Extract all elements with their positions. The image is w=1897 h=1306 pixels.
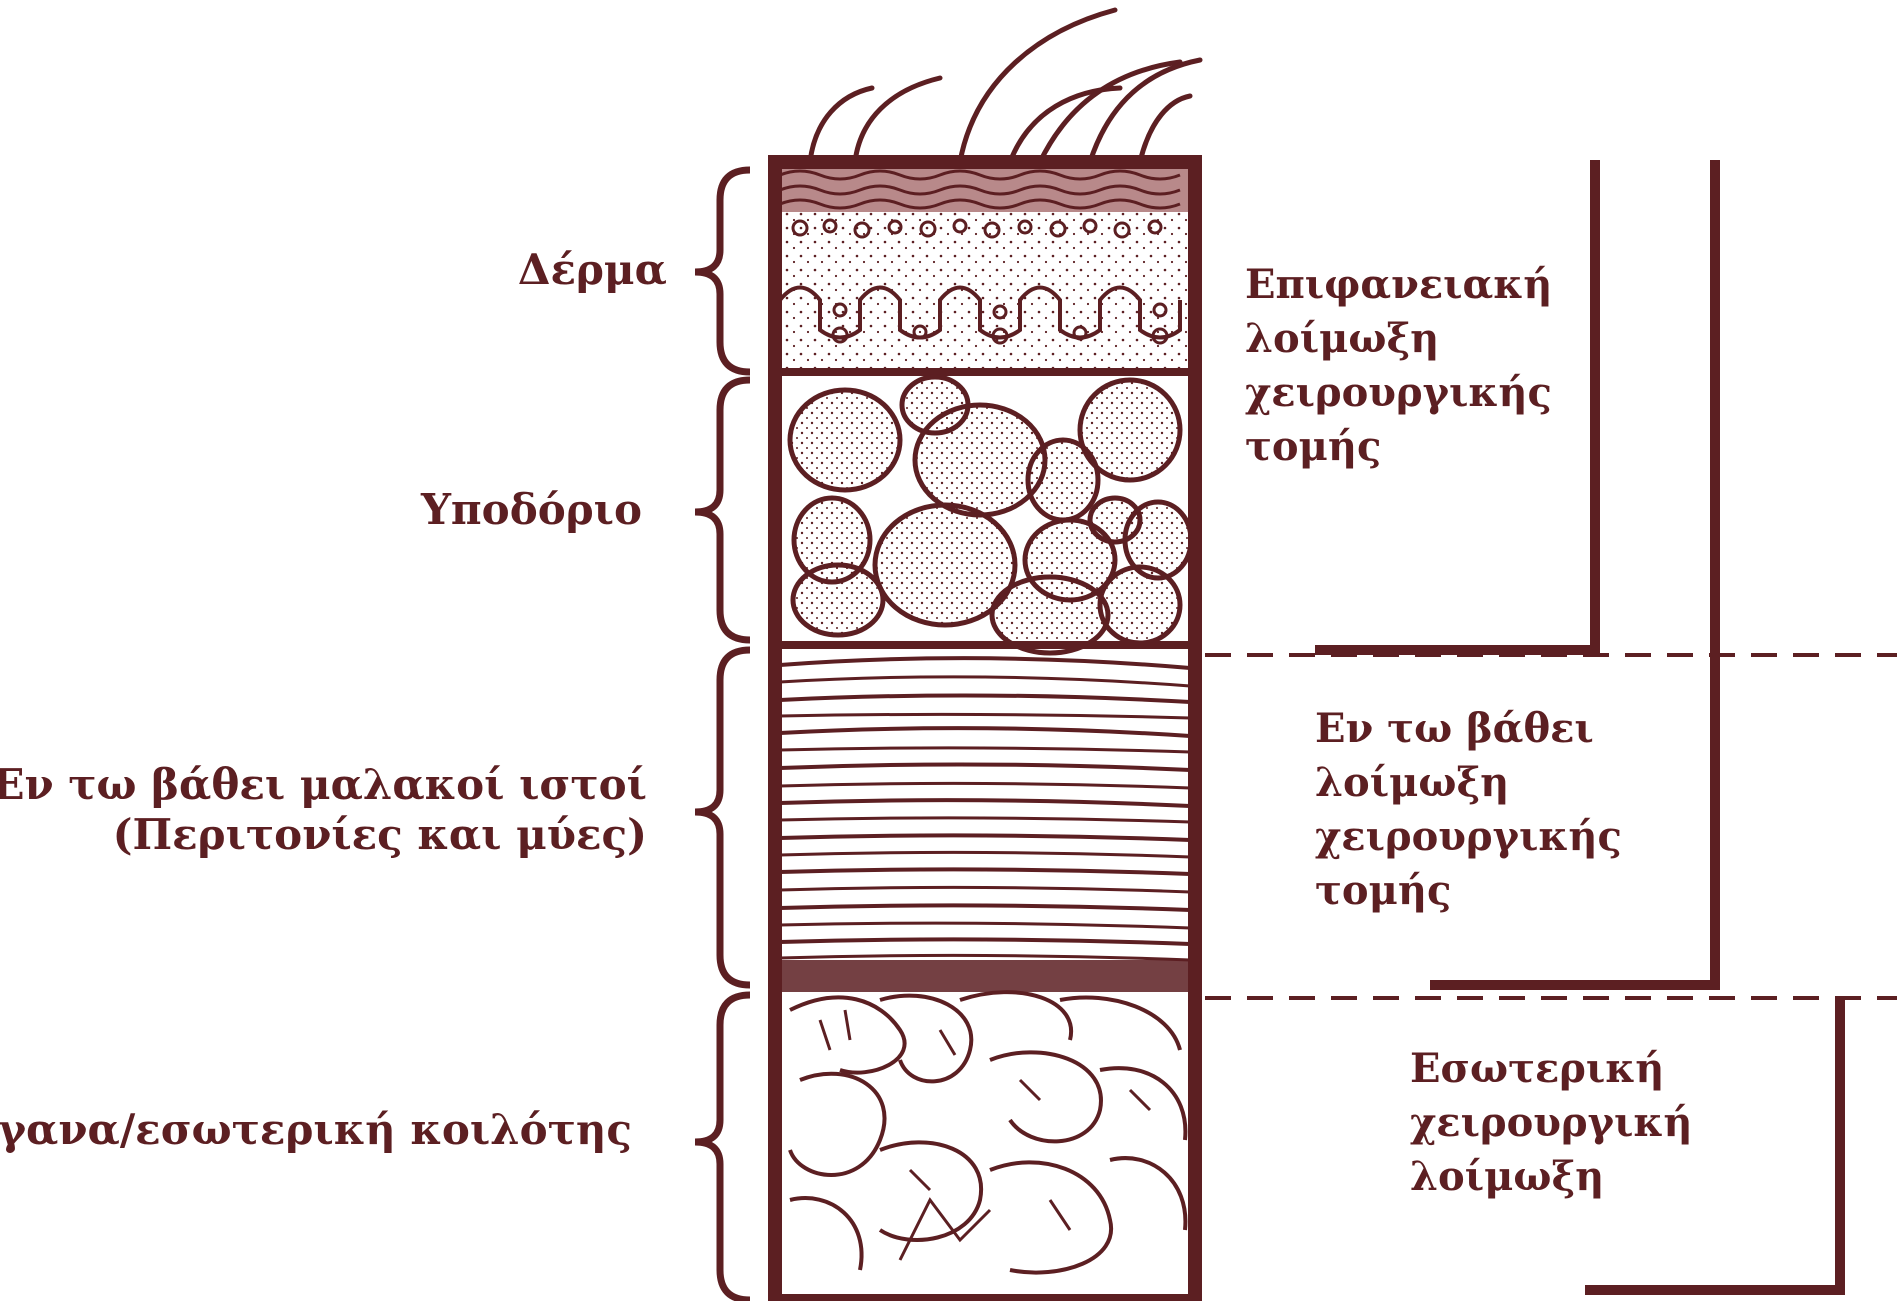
layer-braces xyxy=(695,170,750,1300)
organ-brace xyxy=(695,995,750,1300)
label-skin: Δέρμα xyxy=(518,245,667,295)
skin-layer xyxy=(775,162,1195,372)
label-organ-space: Οργανα/εσωτερική κοιλότης xyxy=(0,1105,632,1155)
label-superficial-incisional-ssi: Επιφανειακή λοίμωξη χειρουργικής τομής xyxy=(1245,258,1552,474)
label-deep-incisional-ssi: Εν τω βάθει λοίμωξη χειρουργικής τομής xyxy=(1315,702,1622,918)
label-deep-soft-tissue: Εν τω βάθει μαλακοί ιστοί (Περιτονίες κα… xyxy=(0,760,647,860)
label-subcutis: Υποδόριο xyxy=(421,485,642,535)
subcutis-layer xyxy=(775,377,1195,653)
skin-brace xyxy=(695,170,750,372)
organ-layer xyxy=(790,992,1185,1272)
label-organ-space-ssi: Εσωτερική χειρουργική λοίμωξη xyxy=(1410,1042,1692,1204)
subcutis-brace xyxy=(695,380,750,640)
deep-brace xyxy=(695,650,750,985)
hair-group xyxy=(810,10,1200,162)
muscle-layer xyxy=(775,658,1195,992)
